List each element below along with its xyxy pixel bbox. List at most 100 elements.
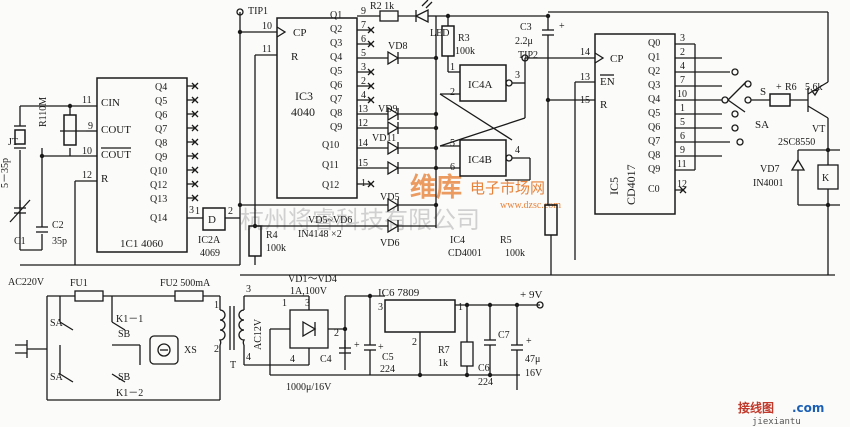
ic5-r-label: R bbox=[600, 99, 608, 111]
ic3-pin-4: 4 bbox=[361, 90, 366, 101]
r1-label: R110M bbox=[38, 97, 49, 127]
ic5-cp-pin: 14 bbox=[580, 47, 590, 58]
crystal-jt bbox=[14, 125, 26, 149]
ic6-pin-1: 1 bbox=[458, 302, 463, 313]
ic3-pin-13: 13 bbox=[358, 104, 368, 115]
corner-logo-dot: .com bbox=[792, 401, 824, 415]
c3-label: C3 bbox=[520, 22, 532, 33]
ic5-body bbox=[594, 33, 676, 215]
switch-s-label: S bbox=[760, 86, 766, 98]
c3-value: 2.2μ bbox=[515, 36, 533, 47]
ic3-pin-14: 14 bbox=[358, 138, 368, 149]
vd1-vd4-rating: 1A,100V bbox=[290, 286, 328, 297]
t-pin-2: 2 bbox=[214, 344, 219, 355]
ic5-q4: Q4 bbox=[648, 94, 660, 105]
vd1-vd4-label: VD1～VD4 bbox=[288, 274, 337, 285]
ic3-q5: Q5 bbox=[330, 66, 342, 77]
ic5-q0: Q0 bbox=[648, 38, 660, 49]
ic4-pin-2: 2 bbox=[450, 87, 455, 98]
c7-plus: + bbox=[526, 336, 532, 347]
ic3-r-pin: 11 bbox=[262, 44, 272, 55]
r5-label: R5 bbox=[500, 235, 512, 246]
r6-value: 5.6k bbox=[805, 82, 823, 93]
ic4b-label: IC4B bbox=[468, 154, 492, 166]
r4-value: 100k bbox=[266, 243, 286, 254]
rotary-switch[interactable] bbox=[721, 68, 770, 146]
ic5-pin-3: 3 bbox=[680, 33, 685, 44]
ic1-q4: Q4 bbox=[155, 82, 167, 93]
ic1-pin-12: 12 bbox=[82, 170, 92, 181]
t-pin-3: 3 bbox=[246, 284, 251, 295]
regulator-wiring bbox=[364, 296, 540, 390]
ic4-type: CD4001 bbox=[448, 248, 482, 259]
sa-1-label: SA bbox=[50, 318, 64, 329]
c5-plus: + bbox=[378, 342, 384, 353]
ic4-pin-5: 5 bbox=[450, 138, 455, 149]
c2-value: 35p bbox=[52, 236, 67, 247]
ic5-pin-5: 5 bbox=[680, 117, 685, 128]
ic3-q12: Q12 bbox=[322, 180, 339, 191]
ic1-pin-10: 10 bbox=[82, 146, 92, 157]
ic1-cin-label: CIN bbox=[101, 97, 120, 109]
ic3-q3: Q3 bbox=[330, 38, 342, 49]
c4-plus: + bbox=[354, 340, 360, 351]
ic1-q13: Q13 bbox=[150, 194, 167, 205]
ic5-pin-9: 9 bbox=[680, 145, 685, 156]
tip1-terminal bbox=[236, 8, 244, 16]
ic1-q8: Q8 bbox=[155, 138, 167, 149]
fu1-label: FU1 bbox=[70, 278, 88, 289]
switch-sa-label: SA bbox=[755, 119, 769, 131]
ic5-en-label: EN bbox=[600, 76, 615, 88]
ic5-q3: Q3 bbox=[648, 80, 660, 91]
ic5-q1: Q1 bbox=[648, 52, 660, 63]
ic3-body bbox=[276, 17, 358, 199]
sb-2-label: SB bbox=[118, 372, 131, 383]
ic3-pin-15: 15 bbox=[358, 158, 368, 169]
ic1-q6: Q6 bbox=[155, 110, 167, 121]
c5-value: 224 bbox=[380, 364, 395, 375]
c7-voltage: 16V bbox=[525, 368, 543, 379]
c3-plus: + bbox=[559, 21, 565, 32]
ic3-pin-12: 12 bbox=[358, 118, 368, 129]
ic5-pin-4: 4 bbox=[680, 61, 685, 72]
capacitor-c4 bbox=[339, 340, 351, 354]
ic3-name: IC3 bbox=[295, 89, 313, 103]
c2-label: C2 bbox=[52, 220, 64, 231]
r3-label: R3 bbox=[458, 33, 470, 44]
ic5-q9: Q9 bbox=[648, 164, 660, 175]
ic3-q1: Q1 bbox=[330, 10, 342, 21]
xs-label: XS bbox=[184, 345, 197, 356]
ic1-q10: Q10 bbox=[150, 166, 167, 177]
vcc-terminal bbox=[536, 301, 544, 309]
c1-value: 5－35p bbox=[0, 158, 11, 188]
ic6-pin-2: 2 bbox=[412, 337, 417, 348]
ic3-q9: Q9 bbox=[330, 122, 342, 133]
k1-1-label: K1－1 bbox=[116, 314, 143, 325]
mains-wiring bbox=[15, 290, 221, 401]
bridge-rectifier bbox=[269, 295, 520, 376]
ic5-pin-11: 11 bbox=[677, 159, 687, 170]
br-pin-4: 4 bbox=[290, 354, 295, 365]
junction-dots bbox=[39, 13, 831, 378]
ic3-pin-3: 3 bbox=[361, 62, 366, 73]
ic5-pin-1: 1 bbox=[680, 103, 685, 114]
vt-type: 2SC8550 bbox=[778, 137, 815, 148]
c6-label: C6 bbox=[478, 363, 490, 374]
trimmer-c1 bbox=[9, 199, 31, 223]
vcc-label: + 9V bbox=[520, 289, 542, 301]
ic4-pin-1: 1 bbox=[450, 62, 455, 73]
c1-label: C1 bbox=[14, 236, 26, 247]
ic4-pin-3: 3 bbox=[515, 70, 520, 81]
ic1-q14-pin: 3 bbox=[189, 205, 194, 216]
ic2a-out-pin: 2 bbox=[228, 206, 233, 217]
ic3-pin-7: 7 bbox=[361, 20, 366, 31]
r6-plus: + bbox=[776, 82, 782, 93]
resistor-r6 bbox=[769, 93, 791, 107]
ic1-pin-11: 11 bbox=[82, 95, 92, 106]
ic5-en-pin: 13 bbox=[580, 72, 590, 83]
ic5-co: C0 bbox=[648, 184, 660, 195]
ic4-wiring bbox=[436, 57, 595, 181]
ic1-q7: Q7 bbox=[155, 124, 167, 135]
vt-label: VT bbox=[812, 124, 825, 135]
ic5-pin-12: 12 bbox=[677, 179, 687, 190]
